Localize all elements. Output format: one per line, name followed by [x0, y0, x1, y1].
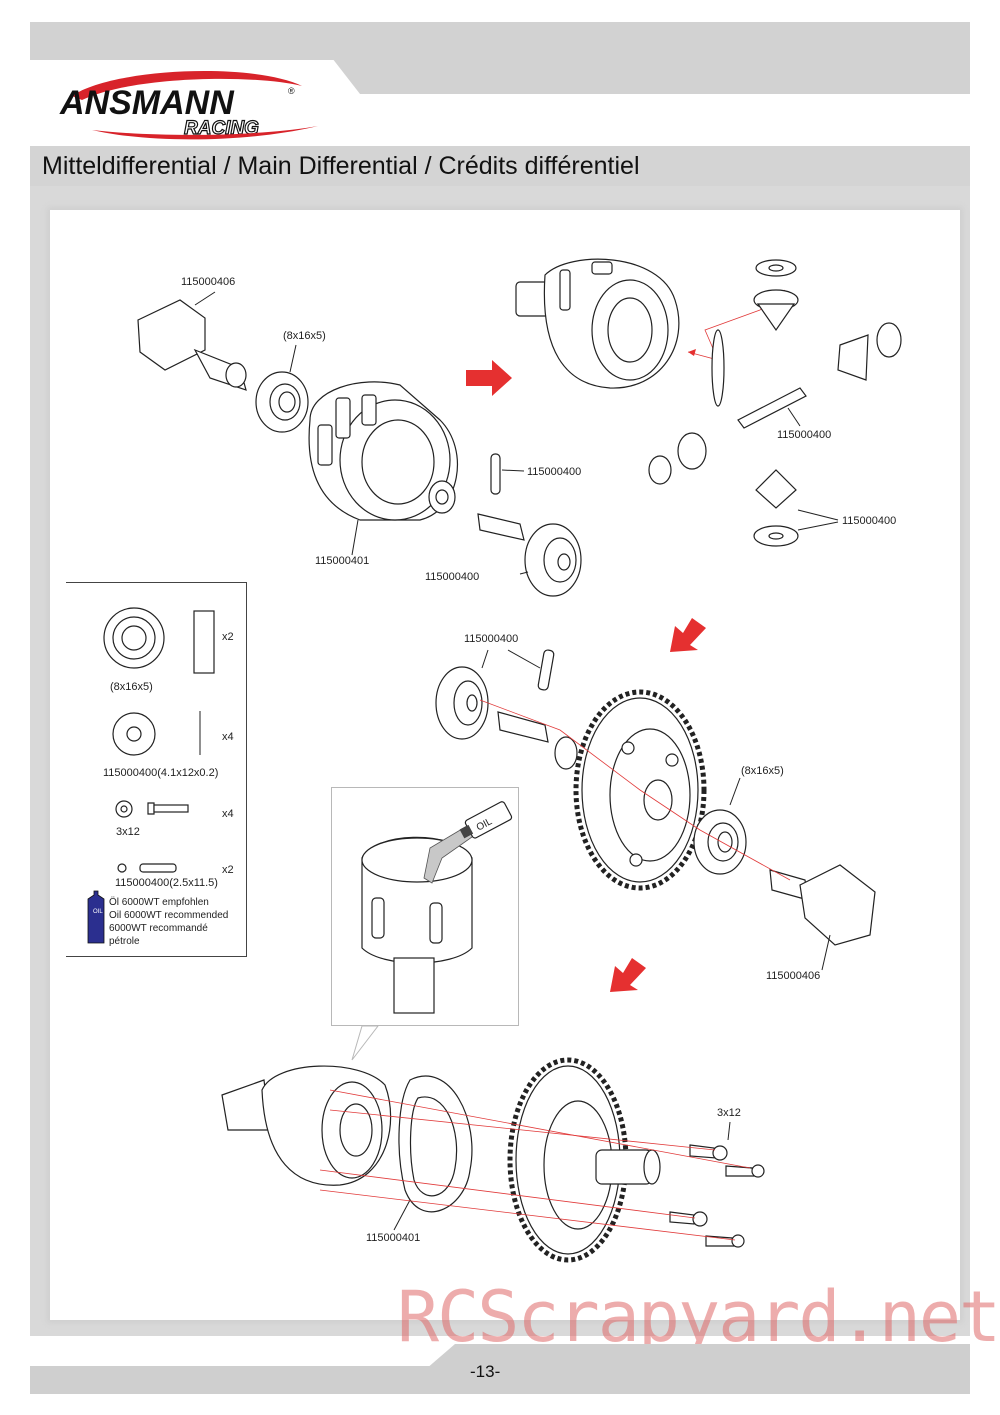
legend-bearing-side-icon	[193, 610, 215, 674]
label-gasket: 115000401	[366, 1232, 421, 1244]
label-shaft-right: 115000400	[777, 429, 832, 441]
legend-qty-1: x2	[222, 631, 234, 643]
spur-gear-mid	[573, 689, 707, 891]
oil-fill-callout: OIL	[331, 787, 519, 1026]
oil-callout-drawing: OIL	[361, 801, 513, 1014]
legend-qty-2: x4	[222, 731, 234, 743]
legend-name-2: 115000400(4.1x12x0.2)	[103, 767, 219, 779]
footer-band-notch	[30, 1344, 455, 1366]
oil-bottle-text: OIL	[93, 909, 103, 915]
pin-mid	[537, 649, 555, 691]
label-cup-right: 115000406	[766, 970, 821, 982]
bevel-gear-mid	[435, 666, 489, 740]
legend-pin-icon	[139, 863, 177, 873]
legend-name-3: 3x12	[116, 826, 140, 838]
label-gears-right: 115000400	[842, 515, 897, 527]
ansmann-racing-logo: ANSMANN ® RACING	[59, 71, 318, 140]
callout-pointer	[351, 1025, 380, 1061]
brand-text: ANSMANN	[59, 84, 235, 122]
label-pins-center: 115000400	[464, 633, 519, 645]
legend-screw-icon	[147, 802, 155, 815]
diff-case-top	[308, 381, 459, 556]
arrow-right	[466, 360, 512, 396]
callout-shaft-icon	[393, 957, 435, 1014]
cross-shaft-top	[477, 513, 525, 541]
bearing-top	[255, 344, 309, 433]
parts-legend: OIL x2 (8x16x5) x4 115000400(4.1x12x0.2)…	[66, 582, 247, 957]
output-cup-mid	[769, 864, 876, 971]
oil-line-en: Oil 6000WT recommended	[109, 910, 229, 921]
oil-line-fr-2: pétrole	[109, 936, 140, 947]
bearing-mid	[693, 809, 747, 875]
arrow-down-left-2	[610, 958, 646, 992]
label-gear-bottom: 115000400	[425, 571, 480, 583]
oil-line-fr: 6000WT recommandé	[109, 923, 208, 934]
small-gears-right	[648, 259, 902, 547]
legend-name-4: 115000400(2.5x11.5)	[115, 877, 218, 889]
legend-qty-4: x2	[222, 864, 234, 876]
pin-top	[490, 453, 501, 495]
output-cup-top	[137, 291, 247, 391]
legend-name-1: (8x16x5)	[110, 681, 153, 693]
legend-pin-end-icon	[117, 863, 127, 873]
callout-oil-bottle-icon: OIL	[459, 801, 513, 839]
assembly-red-lines	[319, 1089, 751, 1241]
diff-case-bottom	[221, 1065, 392, 1186]
label-cup-top: 115000406	[181, 276, 236, 288]
registered-mark: ®	[288, 86, 295, 96]
label-bearing-right: (8x16x5)	[741, 765, 784, 777]
page-title: Mitteldifferential / Main Differential /…	[42, 152, 640, 180]
label-screws: 3x12	[717, 1107, 741, 1119]
oil-line-de: Öl 6000WT empfohlen	[109, 897, 209, 908]
legend-drawings: OIL	[87, 607, 215, 944]
diff-case-assembled	[515, 258, 680, 389]
title-bar	[30, 146, 970, 186]
washer-mid	[554, 736, 578, 770]
cross-shaft-mid	[497, 711, 549, 743]
label-case-bottom: 115000401	[315, 555, 370, 567]
gasket-bottom	[398, 1075, 473, 1213]
bevel-gear-top	[519, 523, 582, 597]
spur-gear-bottom	[507, 1057, 661, 1263]
page-number: -13-	[470, 1362, 501, 1381]
arrow-down-left-1	[670, 618, 706, 652]
legend-qty-3: x4	[222, 808, 234, 820]
label-pin-mid: 115000400	[527, 466, 582, 478]
label-bearing-top: (8x16x5)	[283, 330, 326, 342]
oil-bottle-icon	[87, 890, 105, 944]
screws-bottom	[669, 1144, 765, 1248]
